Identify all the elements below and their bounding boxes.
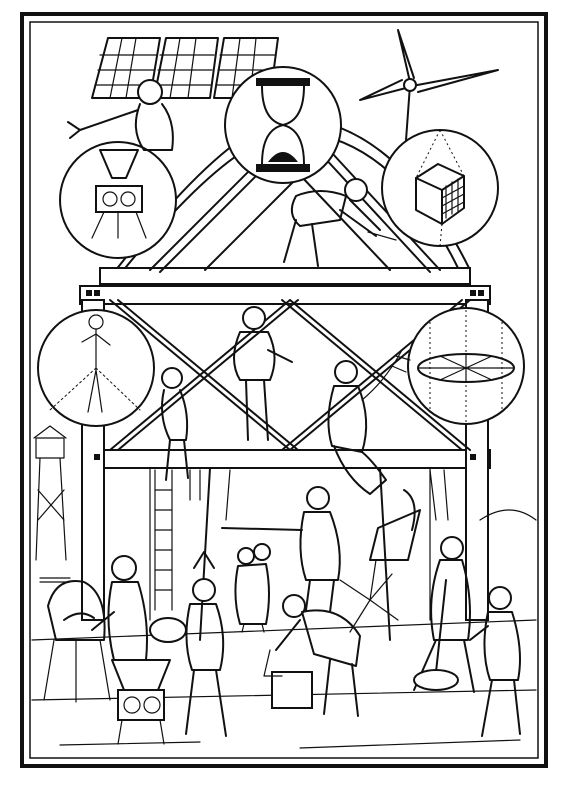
- pole-man: [221, 486, 341, 613]
- watchtower: [33, 425, 67, 561]
- roundel-gear-machine: [59, 141, 177, 259]
- roundel-hourglass: [224, 66, 342, 184]
- spinner: [339, 489, 421, 633]
- hammerer: [263, 594, 361, 717]
- roundel-disc: [407, 307, 525, 425]
- old-man: [469, 586, 521, 737]
- gear-machine-icon: [91, 149, 147, 239]
- children: [234, 543, 271, 633]
- cube-icon: [415, 129, 465, 247]
- gear-box: [111, 659, 171, 745]
- disc-icon: [417, 310, 515, 424]
- roundel-human-figure: [37, 309, 155, 427]
- border-frame: [20, 12, 548, 768]
- hatching: [39, 469, 537, 583]
- roundel-cube: [381, 129, 499, 247]
- beam-standing-man: [233, 306, 293, 441]
- ladder: [154, 469, 173, 611]
- wind-turbine: [359, 29, 499, 169]
- hourglass-icon: [256, 78, 310, 172]
- man-with-pan: [149, 551, 227, 737]
- trumpeter: [67, 79, 174, 151]
- sitting-woman: [327, 349, 411, 495]
- pestle-grinder: [413, 536, 475, 693]
- smith: [43, 555, 148, 703]
- human-figure-icon: [49, 314, 141, 413]
- roof-worker: [283, 178, 397, 267]
- climber: [161, 367, 189, 481]
